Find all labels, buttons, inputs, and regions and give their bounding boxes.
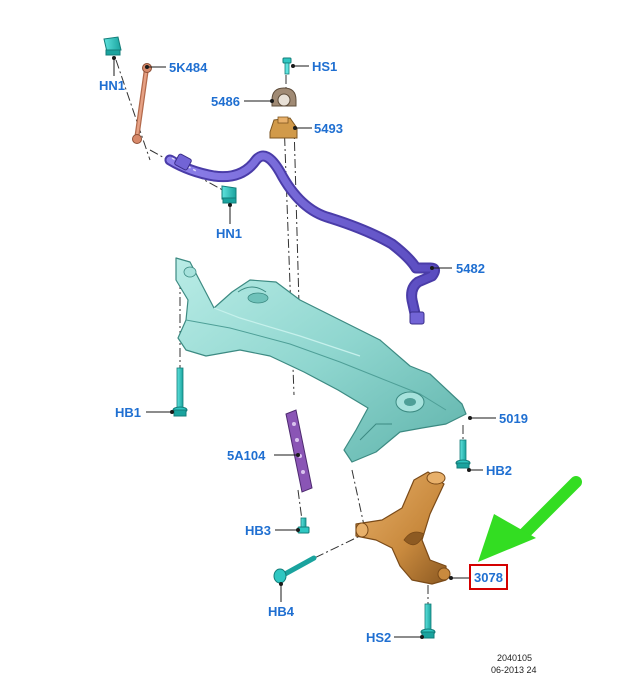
label-5486: 5486 (211, 94, 240, 109)
stabilizer-link-5k484[interactable] (132, 63, 152, 144)
bolt-hb4[interactable] (273, 555, 317, 584)
label-hb2: HB2 (486, 463, 512, 478)
subframe-5019[interactable] (175, 257, 467, 463)
nut-hn1-mid[interactable] (221, 185, 237, 204)
label-5a104: 5A104 (227, 448, 266, 463)
label-hb1: HB1 (115, 405, 141, 420)
pointer-arrow (478, 476, 582, 562)
stabilizer-bar-5482[interactable] (164, 150, 441, 325)
label-hs1: HS1 (312, 59, 337, 74)
label-5493: 5493 (314, 121, 343, 136)
nut-hn1-top[interactable] (103, 36, 122, 56)
bolt-hs2[interactable] (420, 603, 436, 639)
label-5k484: 5K484 (169, 60, 208, 75)
bolt-hb3[interactable] (297, 517, 310, 534)
leader-lines (112, 56, 496, 639)
bushing-5486[interactable] (271, 87, 297, 107)
label-5482: 5482 (456, 261, 485, 276)
label-hn1-mid: HN1 (216, 226, 242, 241)
label-hs2: HS2 (366, 630, 391, 645)
bracket-5493[interactable] (269, 116, 298, 139)
label-hb4: HB4 (268, 604, 295, 619)
highlight-box-3078 (469, 564, 508, 590)
label-5019: 5019 (499, 411, 528, 426)
bolt-hb2[interactable] (455, 439, 471, 469)
bolt-hs1[interactable] (282, 57, 292, 75)
label-3078: 3078 (474, 570, 503, 585)
label-hb3: HB3 (245, 523, 271, 538)
bolt-hb1[interactable] (172, 367, 188, 417)
diagram-number: 2040105 (497, 653, 532, 663)
reinforcement-plate-5a104[interactable] (285, 409, 313, 493)
lower-control-arm-3078[interactable] (355, 471, 451, 585)
diagram-date-code: 06-2013 24 (491, 665, 537, 675)
label-hn1-top: HN1 (99, 78, 125, 93)
